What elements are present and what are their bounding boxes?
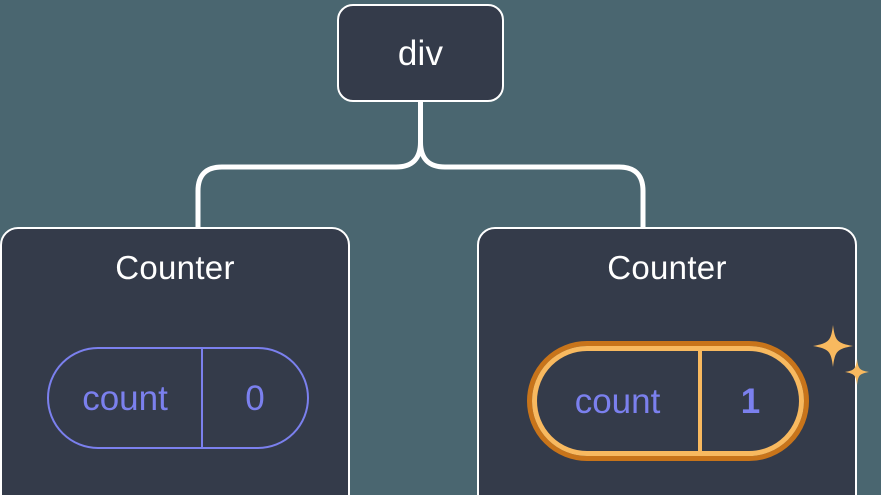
- counter-right-state-key: count: [537, 351, 702, 451]
- tree-node-div-label: div: [397, 33, 444, 73]
- sparkle-icon-group: [813, 325, 869, 385]
- counter-left-state-value: 0: [245, 378, 265, 418]
- tree-node-counter-right[interactable]: Counter count 1: [477, 227, 869, 495]
- connector-to-counter-right: [418, 139, 646, 230]
- counter-right-state-value: 1: [740, 381, 761, 421]
- sparkle-icon-large: [813, 325, 853, 367]
- tree-node-counter-left[interactable]: Counter count 0: [0, 227, 350, 495]
- tree-node-div[interactable]: div: [337, 4, 504, 102]
- counter-right-state-pill-ring: count 1: [532, 346, 804, 456]
- counter-right-state-pill[interactable]: count 1: [527, 341, 809, 461]
- counter-left-state-key: count: [49, 349, 203, 447]
- counter-left-state-pill[interactable]: count 0: [47, 347, 309, 449]
- counter-right-title: Counter: [607, 249, 727, 286]
- counter-left-title: Counter: [115, 249, 235, 286]
- sparkle-icon-small: [845, 359, 869, 385]
- connector-to-counter-left: [195, 139, 423, 230]
